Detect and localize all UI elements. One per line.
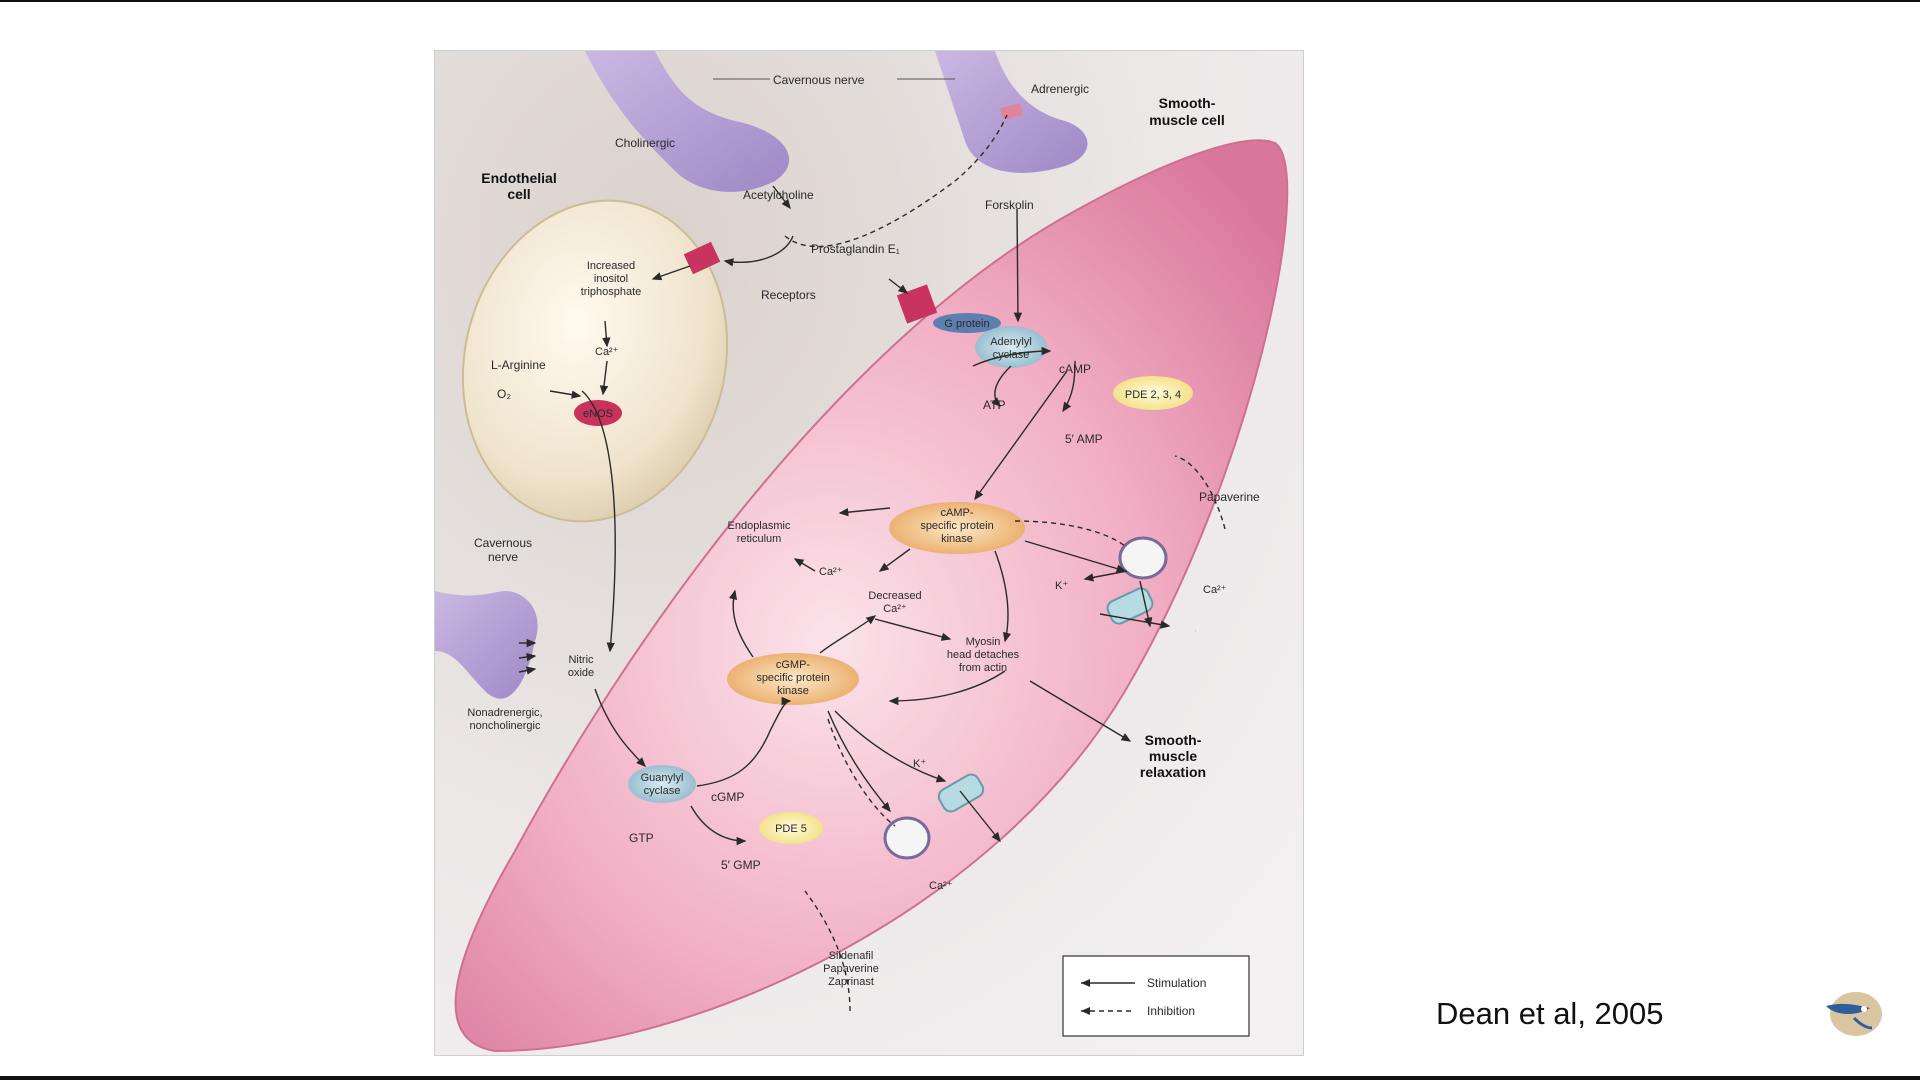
er-label-line1: Endoplasmic — [728, 520, 791, 532]
decreased-ca-label-line1: Decreased — [868, 590, 921, 602]
papaverine-right-label: Papaverine — [1199, 490, 1260, 504]
adrenergic-label: Adrenergic — [1031, 82, 1089, 96]
legend-box — [1062, 955, 1250, 1037]
o2-label: O₂ — [497, 387, 511, 401]
smooth-relaxation-label-line2: muscle — [1149, 748, 1197, 764]
smooth-muscle-cell-label-line2: muscle cell — [1149, 112, 1225, 128]
legend-inhibition-label: Inhibition — [1147, 1004, 1195, 1018]
signaling-diagram: Stimulation Inhibition Cavernous nerve A… — [434, 50, 1304, 1056]
camp-kinase-label-line2: specific protein — [920, 520, 993, 532]
smooth-muscle-receptor — [896, 284, 938, 324]
guanylyl-cyclase-label-line1: Guanylyl — [641, 772, 684, 784]
calcium-channel-right — [1118, 536, 1168, 580]
five-gmp-label: 5′ GMP — [721, 858, 761, 872]
nanc-nerve — [435, 591, 538, 699]
calcium-channel-bottom — [883, 816, 931, 860]
cholinergic-label: Cholinergic — [615, 136, 675, 150]
ca-bottom-label: Ca²⁺ — [929, 880, 953, 892]
cholinergic-nerve — [585, 51, 790, 192]
er-label-line2: reticulum — [737, 533, 782, 545]
citation-text: Dean et al, 2005 — [1436, 996, 1664, 1031]
gtp-label: GTP — [629, 831, 654, 845]
decreased-ca-label-line2: Ca²⁺ — [883, 603, 907, 615]
bottom-border — [0, 1076, 1920, 1080]
endothelial-cell — [461, 199, 729, 523]
drug-sildenafil-label: Sildenafil — [829, 950, 874, 962]
cavernous-nerve-top-label: Cavernous nerve — [773, 73, 865, 87]
ca-er-label: Ca²⁺ — [819, 566, 843, 578]
cgmp-kinase-enzyme — [727, 653, 859, 705]
adenylyl-cyclase-enzyme — [975, 326, 1047, 368]
myosin-label-line3: from actin — [959, 662, 1007, 674]
k-right-label: K⁺ — [1055, 580, 1068, 592]
acetylcholine-label: Acetylcholine — [743, 188, 814, 202]
k-bottom-label: K⁺ — [913, 758, 926, 770]
smooth-muscle-cell — [454, 139, 1289, 1053]
nitric-oxide-label-line2: oxide — [568, 667, 594, 679]
pde5-label: PDE 5 — [775, 823, 807, 835]
camp-kinase-enzyme — [889, 502, 1025, 554]
receptors-label: Receptors — [761, 288, 816, 302]
inhibition-arrows — [784, 114, 1226, 1012]
eagle-logo-icon — [1826, 992, 1882, 1036]
cgmp-kinase-label-line2: specific protein — [756, 672, 829, 684]
endothelial-receptor — [683, 241, 721, 275]
pde234-enzyme — [1113, 376, 1193, 410]
endothelial-cell-label-line2: cell — [507, 186, 530, 202]
nonadrenergic-label-line1: Nonadrenergic, — [467, 707, 542, 719]
cgmp-label: cGMP — [711, 790, 744, 804]
pde5-enzyme — [759, 812, 823, 844]
nonadrenergic-label-line2: noncholinergic — [470, 720, 541, 732]
g-protein — [933, 313, 1001, 333]
guanylyl-cyclase-label-line2: cyclase — [644, 785, 681, 797]
pde234-label: PDE 2, 3, 4 — [1125, 389, 1181, 401]
five-amp-label: 5′ AMP — [1065, 432, 1103, 446]
increased-ip3-label-line1: Increased — [587, 260, 635, 272]
smooth-relaxation-label-line3: relaxation — [1140, 764, 1206, 780]
myosin-label-line1: Myosin — [966, 636, 1001, 648]
increased-ip3-label-line2: inositol — [594, 273, 628, 285]
cavernous-nerve-left-label-line2: nerve — [488, 550, 518, 564]
enos-enzyme — [574, 400, 622, 426]
adrenergic-receptor — [1000, 103, 1023, 120]
increased-ip3-label-line3: triphosphate — [581, 286, 642, 298]
legend-stimulation-arrowhead — [1081, 979, 1090, 987]
cgmp-kinase-label-line1: cGMP- — [776, 659, 811, 671]
enos-label: eNOS — [583, 408, 613, 420]
drug-zaprinast-label: Zaprinast — [828, 976, 874, 988]
legend-inhibition-arrowhead — [1081, 1007, 1090, 1015]
guanylyl-cyclase-enzyme — [628, 765, 696, 803]
camp-kinase-label-line3: kinase — [941, 533, 973, 545]
ca-endothelial-label: Ca²⁺ — [595, 346, 619, 358]
atp-label: ATP — [983, 398, 1005, 412]
drug-papaverine-label: Papaverine — [823, 963, 879, 975]
pathway-arrows — [518, 185, 1171, 846]
cavernous-nerve-left-label-line1: Cavernous — [474, 536, 532, 550]
camp-label: cAMP — [1059, 362, 1091, 376]
smooth-relaxation-label-line1: Smooth- — [1145, 732, 1202, 748]
myosin-label-line2: head detaches — [947, 649, 1020, 661]
smooth-muscle-cell-label-line1: Smooth- — [1159, 95, 1216, 111]
endothelial-cell-label-line1: Endothelial — [481, 170, 556, 186]
top-border — [0, 0, 1920, 2]
adenylyl-cyclase-label-line1: Adenylyl — [990, 336, 1032, 348]
forskolin-label: Forskolin — [985, 198, 1034, 212]
g-protein-label: G protein — [944, 318, 989, 330]
nitric-oxide-label-line1: Nitric — [568, 654, 594, 666]
l-arginine-label: L-Arginine — [491, 358, 546, 372]
cgmp-kinase-label-line3: kinase — [777, 685, 809, 697]
ca-right-label: Ca²⁺ — [1203, 584, 1227, 596]
adenylyl-cyclase-label-line2: cyclase — [993, 349, 1030, 361]
prostaglandin-label: Prostaglandin E₁ — [811, 242, 900, 256]
diagram-canvas: Stimulation Inhibition Cavernous nerve A… — [435, 51, 1303, 1055]
legend-stimulation-label: Stimulation — [1147, 976, 1206, 990]
camp-kinase-label-line1: cAMP- — [941, 507, 974, 519]
